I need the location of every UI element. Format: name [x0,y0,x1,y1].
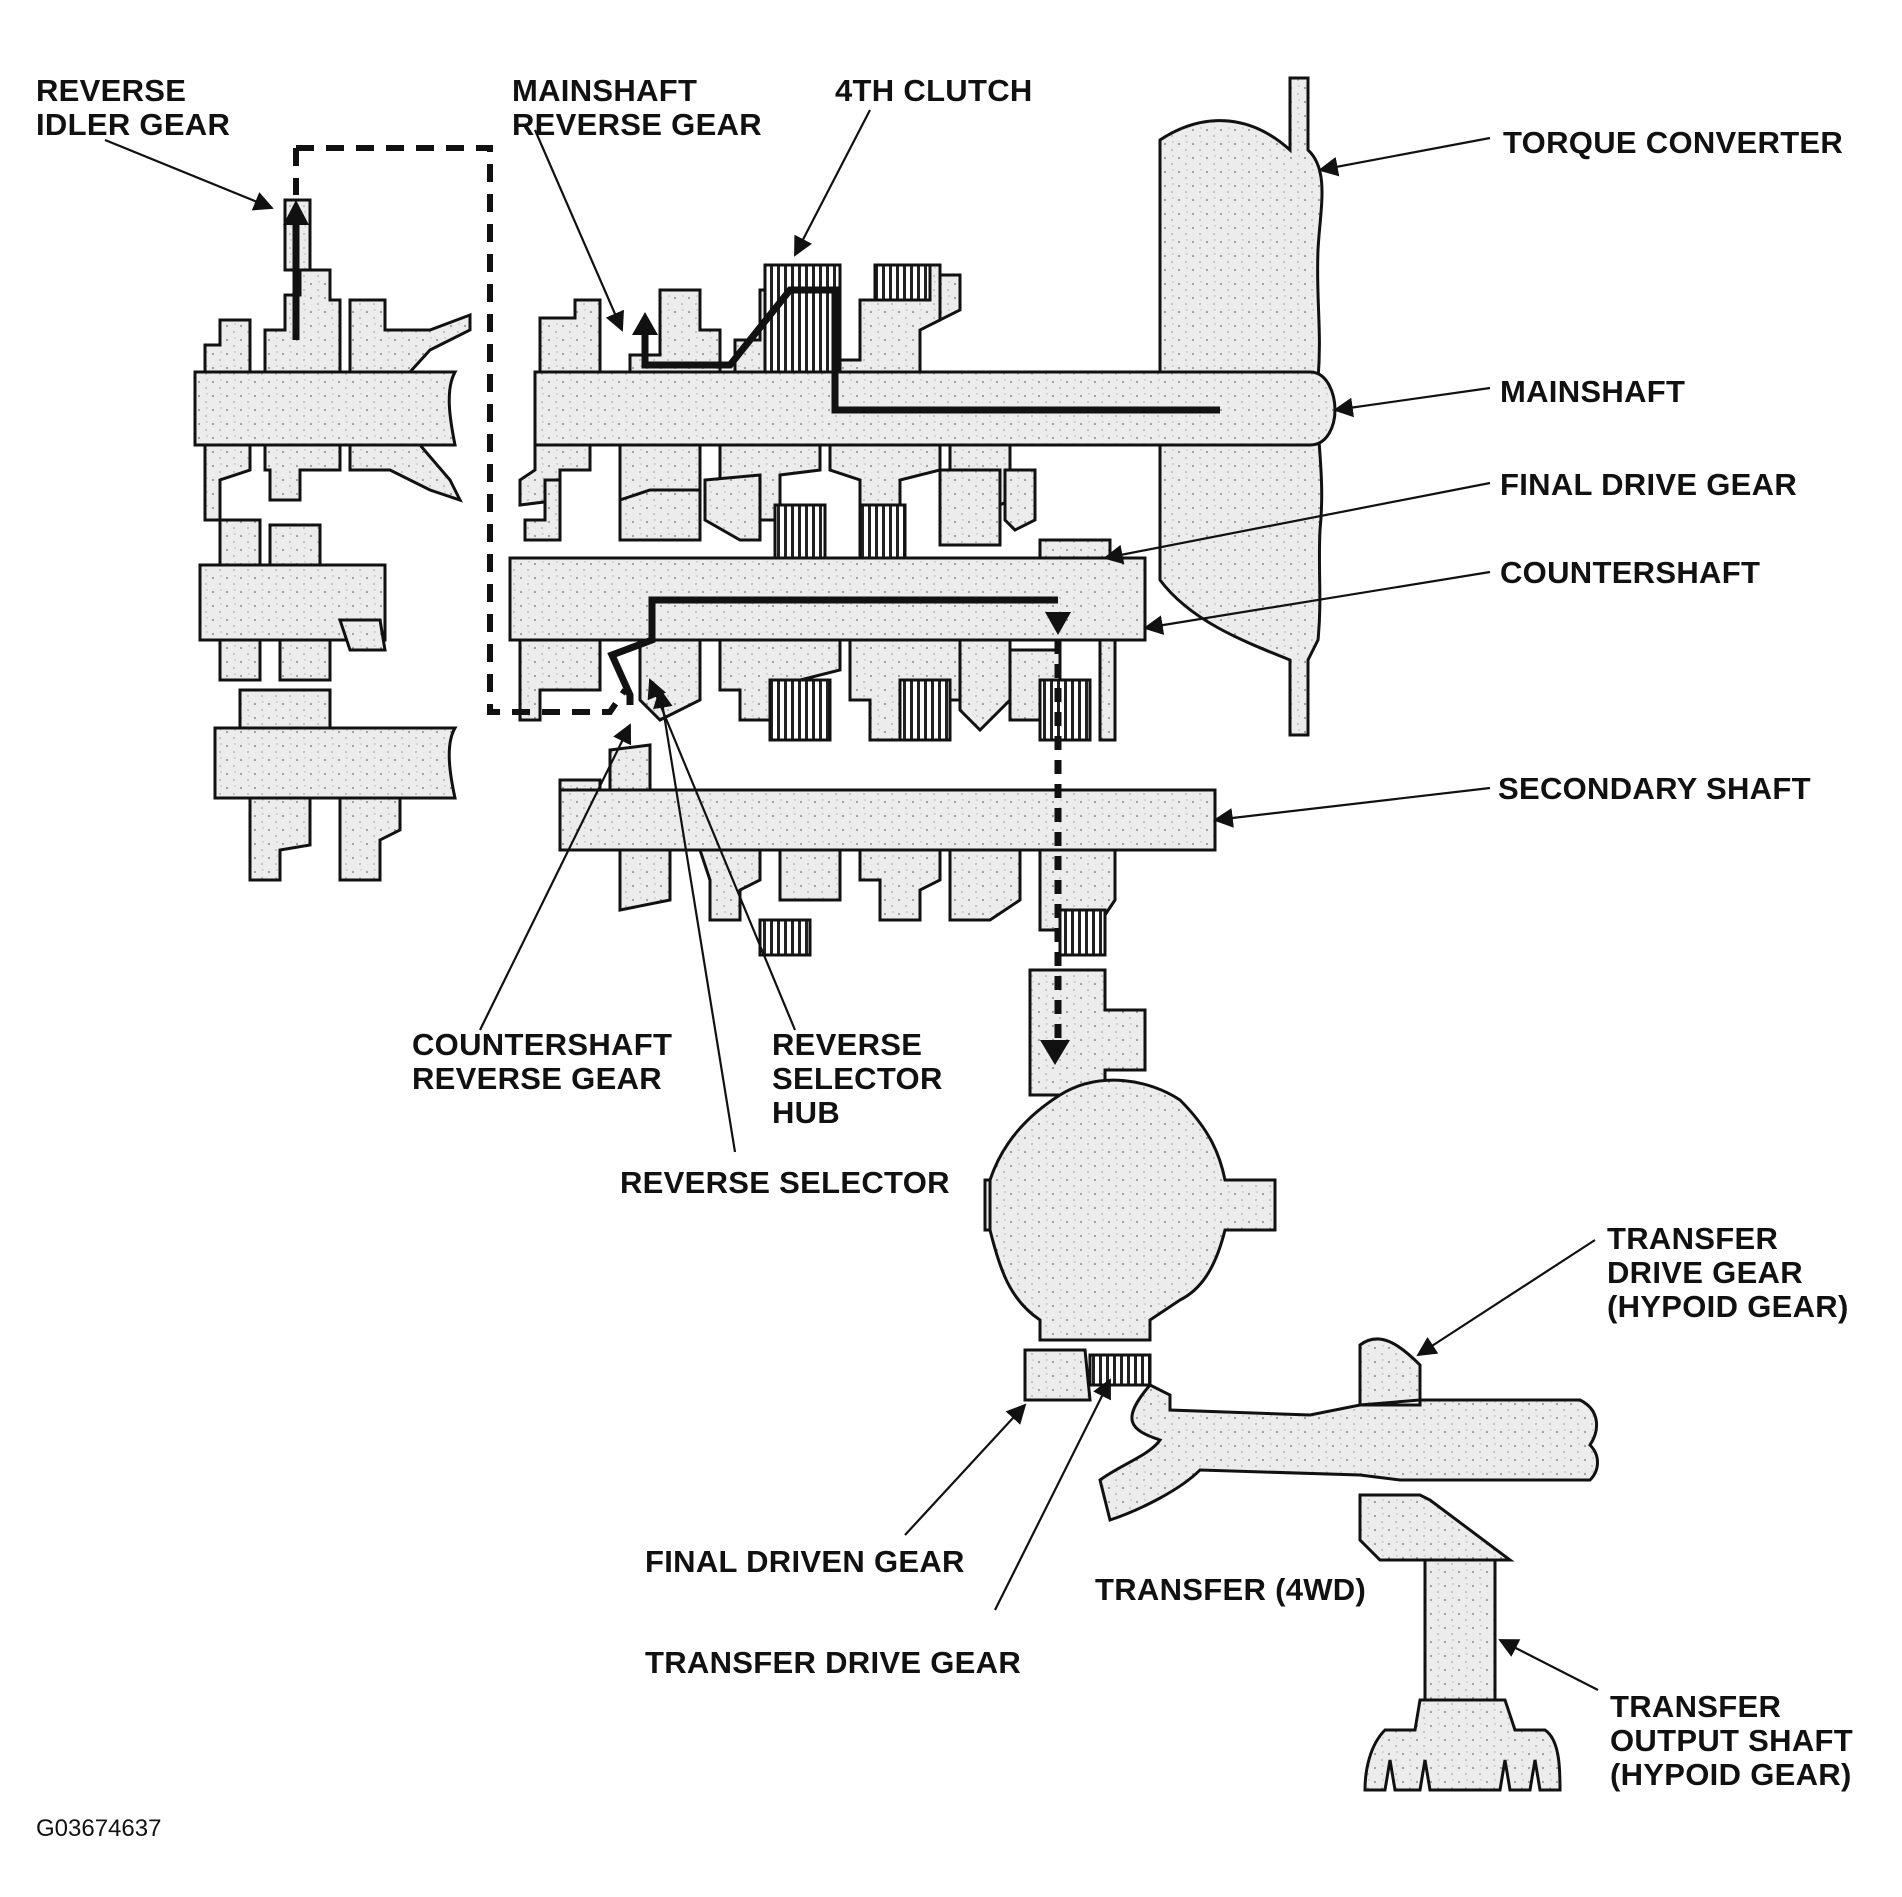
label-line: (HYPOID GEAR) [1610,1757,1852,1792]
reverse-path-outline [293,145,628,715]
label-line: COUNTERSHAFT [1500,555,1761,590]
label-line: FINAL DRIVE GEAR [1500,467,1798,502]
label-transfer-output-shaft: TRANSFER OUTPUT SHAFT (HYPOID GEAR) [1610,1690,1853,1792]
label-transfer-drive-gear: TRANSFER DRIVE GEAR [645,1646,1021,1680]
label-line: TRANSFER DRIVE GEAR [645,1645,1022,1680]
label-line: TRANSFER (4WD) [1095,1572,1367,1607]
label-line: IDLER GEAR [36,107,231,142]
label-reverse-selector-hub: REVERSE SELECTOR HUB [772,1028,943,1130]
differential [983,968,1277,1402]
mainshaft-body [518,263,1337,547]
label-line: REVERSE SELECTOR [620,1165,950,1200]
label-torque-converter: TORQUE CONVERTER [1503,126,1843,160]
label-line: SECONDARY SHAFT [1498,771,1811,806]
label-line: DRIVE GEAR [1607,1255,1803,1290]
label-line: OUTPUT SHAFT [1610,1723,1853,1758]
left-gear-block [193,198,472,882]
label-transfer-drive-gear-hypoid: TRANSFER DRIVE GEAR (HYPOID GEAR) [1607,1222,1849,1324]
label-countershaft: COUNTERSHAFT [1500,556,1760,590]
label-line: FINAL DRIVEN GEAR [645,1544,965,1579]
label-line: REVERSE [36,73,187,108]
label-final-drive-gear: FINAL DRIVE GEAR [1500,468,1797,502]
label-mainshaft: MAINSHAFT [1500,375,1685,409]
secondary-shaft-body [558,743,1217,957]
label-mainshaft-reverse-gear: MAINSHAFT REVERSE GEAR [512,74,762,142]
label-line: REVERSE GEAR [512,107,762,142]
label-reverse-selector: REVERSE SELECTOR [620,1166,950,1200]
label-countershaft-reverse-gear: COUNTERSHAFT REVERSE GEAR [412,1028,672,1096]
leader-lines [104,109,1599,1691]
label-line: TRANSFER [1607,1221,1779,1256]
label-line: SELECTOR [772,1061,943,1096]
countershaft-body [508,468,1147,802]
label-reverse-idler-gear: REVERSE IDLER GEAR [36,74,230,142]
label-final-driven-gear: FINAL DRIVEN GEAR [645,1545,965,1579]
label-line: TORQUE CONVERTER [1503,125,1844,160]
power-flow-arrowheads [283,200,1071,1065]
label-4th-clutch: 4TH CLUTCH [835,74,1033,108]
label-line: REVERSE GEAR [412,1061,662,1096]
label-secondary-shaft: SECONDARY SHAFT [1498,772,1811,806]
label-transfer-4wd: TRANSFER (4WD) [1095,1573,1366,1607]
label-line: COUNTERSHAFT [412,1027,673,1062]
label-line: MAINSHAFT [1500,374,1686,409]
label-line: MAINSHAFT [512,73,698,108]
power-flow-path [292,215,1220,705]
figure-code: G03674637 [36,1815,162,1842]
label-line: REVERSE [772,1027,923,1062]
label-line: TRANSFER [1610,1689,1782,1724]
transfer-assembly [1098,1337,1599,1792]
label-line: HUB [772,1095,841,1130]
label-line: 4TH CLUTCH [835,73,1033,108]
label-line: (HYPOID GEAR) [1607,1289,1849,1324]
